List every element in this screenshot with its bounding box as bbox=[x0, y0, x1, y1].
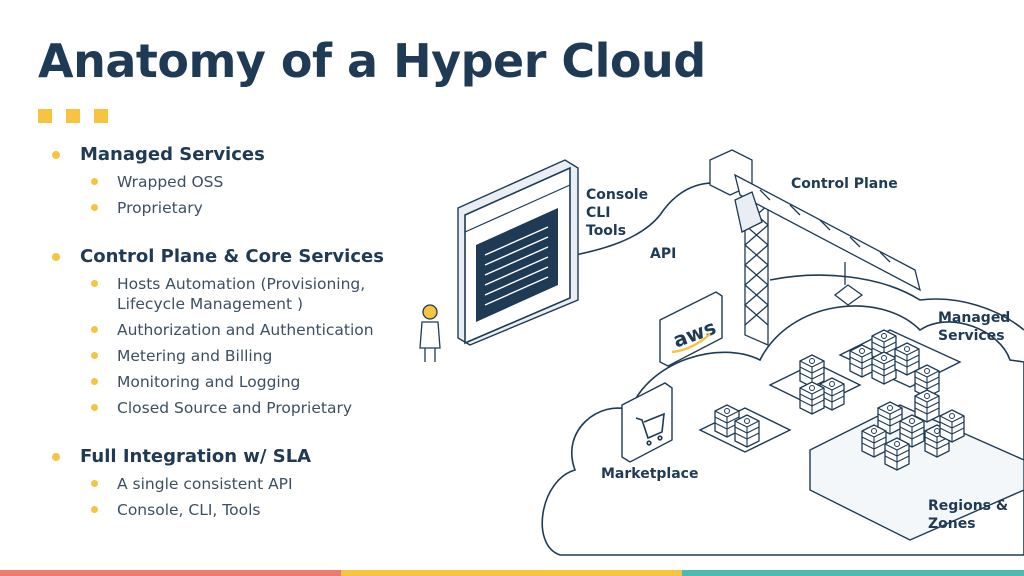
label-zones: Zones bbox=[928, 516, 976, 532]
list-item: Closed Source and Proprietary bbox=[52, 398, 412, 418]
bullet-list: Managed Services Wrapped OSS Proprietary… bbox=[52, 144, 412, 526]
label-api: API bbox=[650, 246, 676, 262]
list-item: Hosts Automation (Provisioning, Lifecycl… bbox=[52, 274, 412, 314]
section-heading: Managed Services bbox=[52, 144, 412, 166]
console-window-icon bbox=[457, 159, 579, 346]
marketplace-card bbox=[621, 382, 673, 463]
list-item: Wrapped OSS bbox=[52, 172, 412, 192]
label-marketplace: Marketplace bbox=[601, 466, 698, 482]
footer-bar-teal bbox=[682, 570, 1024, 576]
crane-icon bbox=[709, 149, 921, 346]
decorative-squares bbox=[38, 109, 108, 123]
label-console: Console bbox=[586, 187, 648, 203]
label-control-plane: Control Plane bbox=[791, 176, 898, 192]
shopping-cart-icon bbox=[635, 412, 665, 446]
page-title: Anatomy of a Hyper Cloud bbox=[38, 34, 706, 88]
label-managed: Managed bbox=[938, 310, 1010, 326]
upper-cloud-line bbox=[574, 182, 1024, 331]
section-heading: Full Integration w/ SLA bbox=[52, 446, 412, 468]
list-item: Authorization and Authentication bbox=[52, 320, 412, 340]
label-cli: CLI bbox=[586, 205, 610, 221]
label-services: Services bbox=[938, 328, 1005, 344]
aws-logo-card: aws bbox=[659, 291, 723, 367]
footer-bar-yellow bbox=[341, 570, 682, 576]
list-item: Console, CLI, Tools bbox=[52, 500, 412, 520]
list-item: Proprietary bbox=[52, 198, 412, 218]
person-icon bbox=[419, 304, 441, 362]
list-item: A single consistent API bbox=[52, 474, 412, 494]
list-item: Metering and Billing bbox=[52, 346, 412, 366]
section-heading: Control Plane & Core Services bbox=[52, 246, 412, 268]
footer-bar-coral bbox=[0, 570, 341, 576]
label-tools: Tools bbox=[586, 223, 626, 239]
label-regions: Regions & bbox=[928, 498, 1008, 514]
list-item: Monitoring and Logging bbox=[52, 372, 412, 392]
